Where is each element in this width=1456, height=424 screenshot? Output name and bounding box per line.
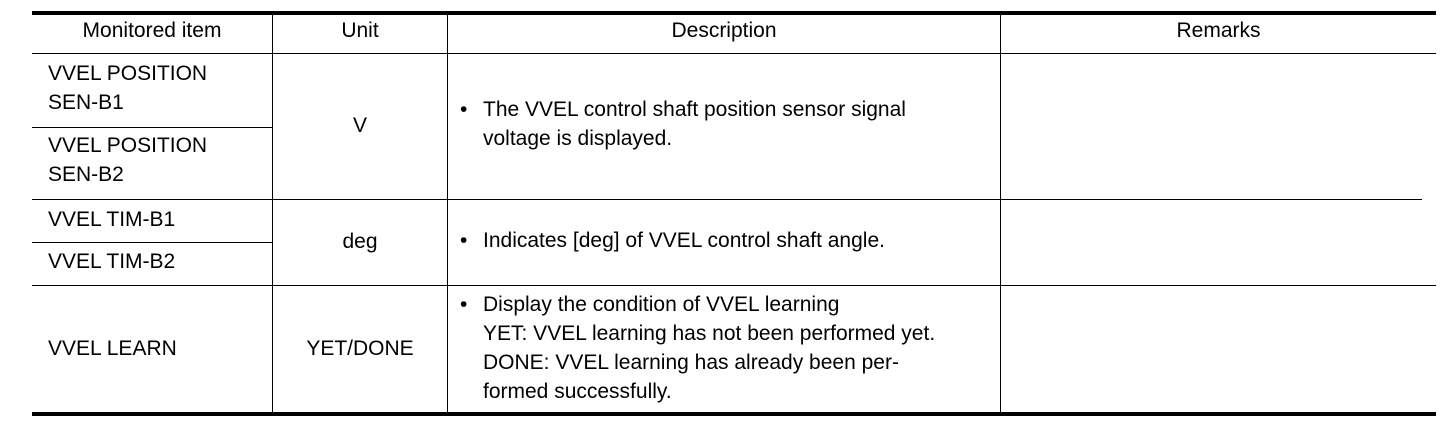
bullet-glyph: •: [460, 229, 468, 252]
header-divider: [32, 53, 1436, 54]
header-description: Description: [671, 19, 777, 42]
bullet-glyph: •: [460, 98, 468, 121]
column-divider: [1000, 11, 1001, 416]
column-divider: [447, 11, 448, 416]
header-monitored-item: Monitored item: [82, 19, 222, 42]
column-divider: [272, 11, 273, 416]
group-divider: [32, 199, 1422, 200]
table-row-item-position-b2: VVEL POSITION SEN-B2: [48, 131, 207, 189]
header-remarks: Remarks: [1176, 19, 1261, 42]
group-divider: [32, 285, 1436, 286]
description-line: DONE: VVEL learning has already been per…: [483, 351, 899, 374]
item-label-line1: VVEL POSITION: [48, 62, 208, 85]
description-line: formed successfully.: [483, 380, 672, 403]
description-line: Display the condition of VVEL learning: [483, 293, 840, 316]
description-line: The VVEL control shaft position sensor s…: [483, 98, 906, 121]
sub-row-divider: [32, 242, 273, 243]
table-bottom-rule: [32, 412, 1436, 416]
table-row-item-position-b1: VVEL POSITION SEN-B1: [48, 59, 207, 117]
unit-cell-learn: YET/DONE: [306, 337, 414, 360]
table-row-item-tim-b2: VVEL TIM-B2: [48, 250, 176, 273]
item-label-line1: VVEL POSITION: [48, 134, 208, 157]
description-line: Indicates [deg] of VVEL control shaft an…: [483, 229, 885, 252]
item-label-line2: SEN-B2: [48, 163, 124, 186]
description-line: voltage is displayed.: [483, 127, 673, 150]
item-label-line2: SEN-B1: [48, 91, 124, 114]
header-unit: Unit: [341, 19, 379, 42]
bullet-glyph: •: [460, 293, 468, 316]
unit-cell-tim: deg: [342, 230, 378, 253]
unit-cell-position: V: [352, 114, 367, 137]
table-row-item-learn: VVEL LEARN: [48, 337, 177, 360]
description-line: YET: VVEL learning has not been performe…: [483, 322, 936, 345]
sub-row-divider: [32, 127, 273, 128]
table-row-item-tim-b1: VVEL TIM-B1: [48, 208, 176, 231]
table-top-rule: [32, 11, 1436, 15]
